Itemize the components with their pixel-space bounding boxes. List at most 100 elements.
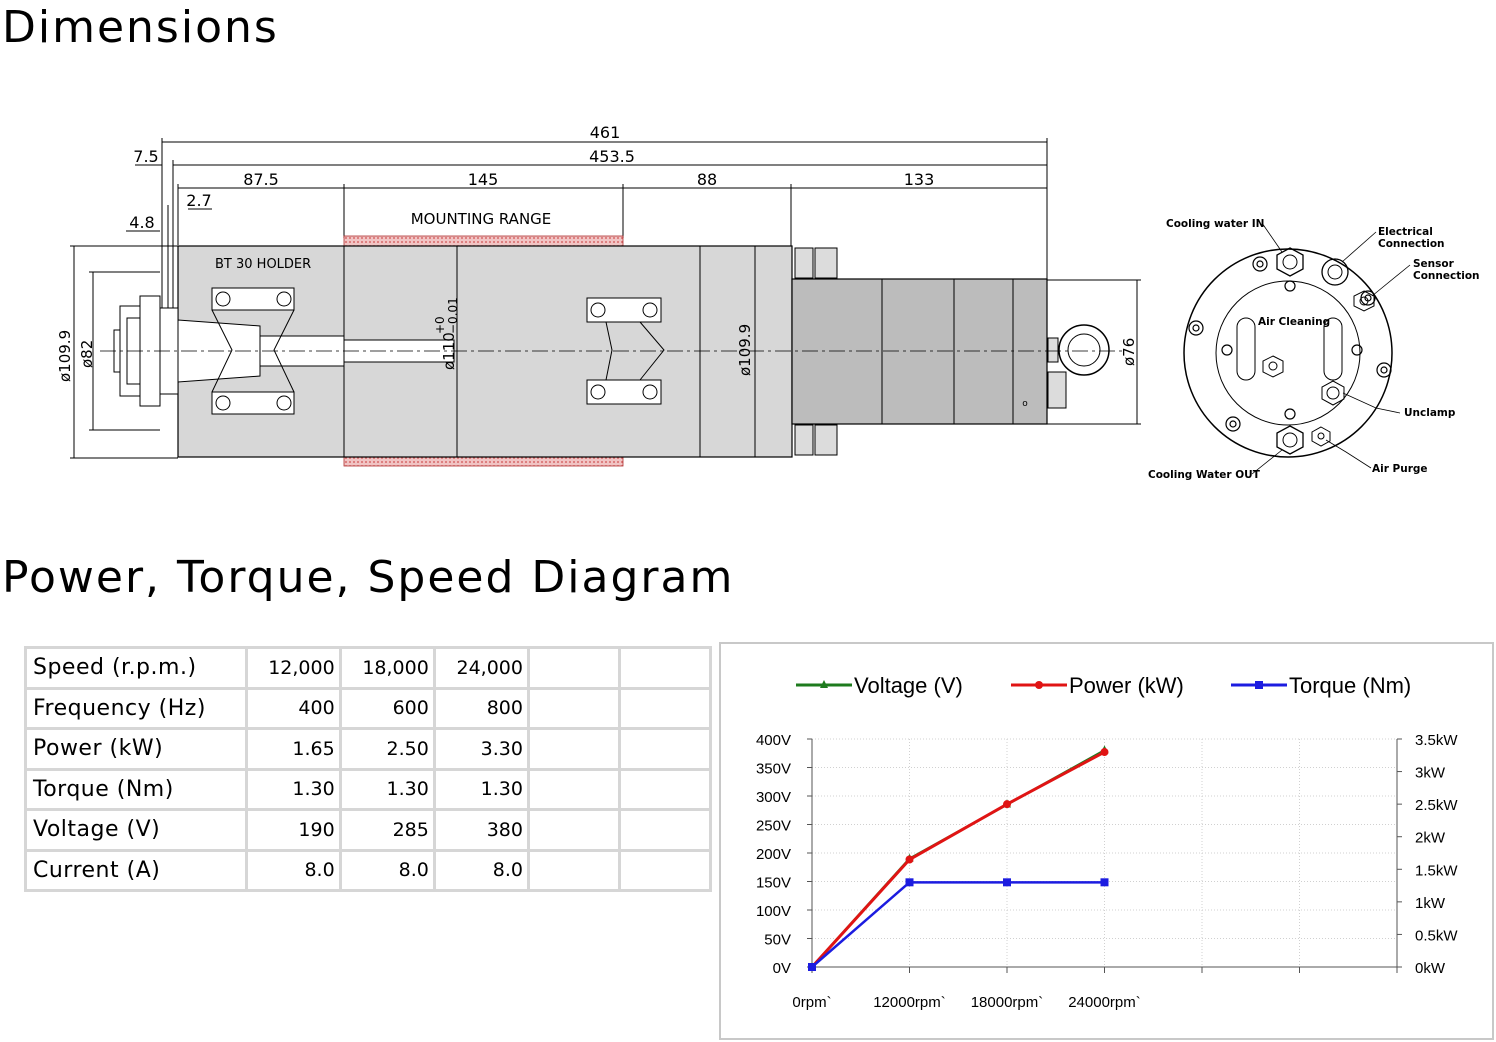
air-purge-label: Air Purge xyxy=(1372,463,1428,475)
legend-marker xyxy=(1035,681,1043,689)
point-marker xyxy=(905,855,914,864)
table-cell: 190 xyxy=(244,808,342,852)
y-right-tick-label: 0.5kW xyxy=(1415,927,1458,944)
dim-2-7-label: 2.7 xyxy=(186,191,211,210)
legend-marker xyxy=(1255,681,1263,689)
dia-76-label: ø76 xyxy=(1120,338,1138,366)
point-marker xyxy=(1003,800,1011,809)
y-right-tick-label: 0kW xyxy=(1415,960,1446,977)
table-cell: 400 xyxy=(244,686,342,730)
table-cell: 12,000 xyxy=(244,646,342,690)
y-right-tick-label: 3.5kW xyxy=(1415,732,1458,749)
cooling-water-out-label: Cooling Water OUT xyxy=(1148,469,1261,481)
table-cell-empty xyxy=(526,727,621,771)
table-cell-empty xyxy=(526,686,621,730)
dim-145-label: 145 xyxy=(468,170,499,189)
point-marker xyxy=(1100,878,1109,887)
table-cell: 1.30 xyxy=(244,767,342,811)
point-marker xyxy=(808,963,816,971)
series-line-2 xyxy=(811,881,1105,968)
dim-7-5-label: 7.5 xyxy=(133,147,158,166)
table-cell-empty xyxy=(617,767,713,811)
dim-4-8-label: 4.8 xyxy=(129,213,154,232)
electrical-connection-label-2: Connection xyxy=(1378,238,1445,250)
y-left-tick-label: 100V xyxy=(756,903,791,920)
dimensions-title: Dimensions xyxy=(2,2,279,53)
legend-marker xyxy=(820,680,828,688)
y-left-tick-label: 50V xyxy=(764,932,791,949)
y-left-tick-label: 250V xyxy=(756,818,791,835)
table-cell: 8.0 xyxy=(244,848,342,892)
row-label: Current (A) xyxy=(24,848,248,892)
mounting-range-label: MOUNTING RANGE xyxy=(411,210,552,228)
dia-109-9-left-label: ø109.9 xyxy=(56,330,74,382)
table-cell: 600 xyxy=(338,686,436,730)
table-cell: 24,000 xyxy=(432,646,530,690)
y-right-tick-label: 1kW xyxy=(1415,895,1446,912)
y-left-tick-label: 200V xyxy=(756,846,791,863)
y-right-tick-label: 2kW xyxy=(1415,830,1446,847)
chart-svg: 0V50V100V150V200V250V300V350V400V0kW0.5k… xyxy=(756,673,1458,1011)
table-cell-empty xyxy=(617,808,713,852)
table-cell: 2.50 xyxy=(338,727,436,771)
table-cell-empty xyxy=(526,767,621,811)
legend-label: Torque (Nm) xyxy=(1289,673,1411,698)
electrical-connection-label-1: Electrical xyxy=(1378,226,1433,238)
unclamp-label: Unclamp xyxy=(1404,407,1456,419)
cooling-water-in-label: Cooling water IN xyxy=(1166,218,1264,230)
y-left-tick-label: 0V xyxy=(773,960,791,977)
table-cell: 8.0 xyxy=(338,848,436,892)
point-marker xyxy=(1003,878,1011,887)
dim-133-label: 133 xyxy=(904,170,935,189)
table-cell: 1.65 xyxy=(244,727,342,771)
table-cell: 1.30 xyxy=(432,767,530,811)
table-cell-empty xyxy=(617,727,713,771)
dimension-drawing: 461 453.5 7.5 87.5 145 88 133 2.7 4.8 MO… xyxy=(56,123,1480,481)
point-marker xyxy=(905,878,914,887)
table-cell-empty xyxy=(526,808,621,852)
small-mark-label: o xyxy=(1022,399,1028,409)
y-right-tick-label: 3kW xyxy=(1415,765,1446,782)
row-label: Torque (Nm) xyxy=(24,767,248,811)
dia-109-9-mid-label: ø109.9 xyxy=(736,324,754,376)
dia-110-label: ø110 xyxy=(440,332,458,370)
dia-82-label: ø82 xyxy=(78,340,96,368)
y-left-tick-label: 300V xyxy=(756,789,791,806)
y-left-tick-label: 350V xyxy=(756,761,791,778)
table-cell: 285 xyxy=(338,808,436,852)
legend-label: Voltage (V) xyxy=(854,673,963,698)
table-cell: 3.30 xyxy=(432,727,530,771)
table-cell: 18,000 xyxy=(338,646,436,690)
table-cell-empty xyxy=(526,848,621,892)
x-tick-label: 0rpm` xyxy=(792,994,831,1011)
dim-88-label: 88 xyxy=(697,170,717,189)
x-tick-label: 18000rpm` xyxy=(971,994,1044,1011)
row-label: Frequency (Hz) xyxy=(24,686,248,730)
row-label: Power (kW) xyxy=(24,727,248,771)
diagram-title: Power, Torque, Speed Diagram xyxy=(2,552,735,603)
series-line-0 xyxy=(811,749,1106,968)
dim-461-label: 461 xyxy=(590,123,621,142)
table-cell: 8.0 xyxy=(432,848,530,892)
y-right-tick-label: 1.5kW xyxy=(1415,862,1458,879)
table-cell-empty xyxy=(617,646,713,690)
table-cell: 800 xyxy=(432,686,530,730)
y-right-tick-label: 2.5kW xyxy=(1415,797,1458,814)
legend-label: Power (kW) xyxy=(1069,673,1184,698)
dia-110-tol-lower: −0.01 xyxy=(446,297,460,334)
x-tick-label: 24000rpm` xyxy=(1068,994,1141,1011)
table-cell: 1.30 xyxy=(338,767,436,811)
bt30-holder-label: BT 30 HOLDER xyxy=(215,257,311,272)
point-marker xyxy=(1100,748,1109,757)
air-cleaning-label: Air Cleaning xyxy=(1258,316,1330,328)
table-cell-empty xyxy=(617,848,713,892)
sensor-connection-label-1: Sensor xyxy=(1413,258,1455,270)
x-tick-label: 12000rpm` xyxy=(873,994,946,1011)
